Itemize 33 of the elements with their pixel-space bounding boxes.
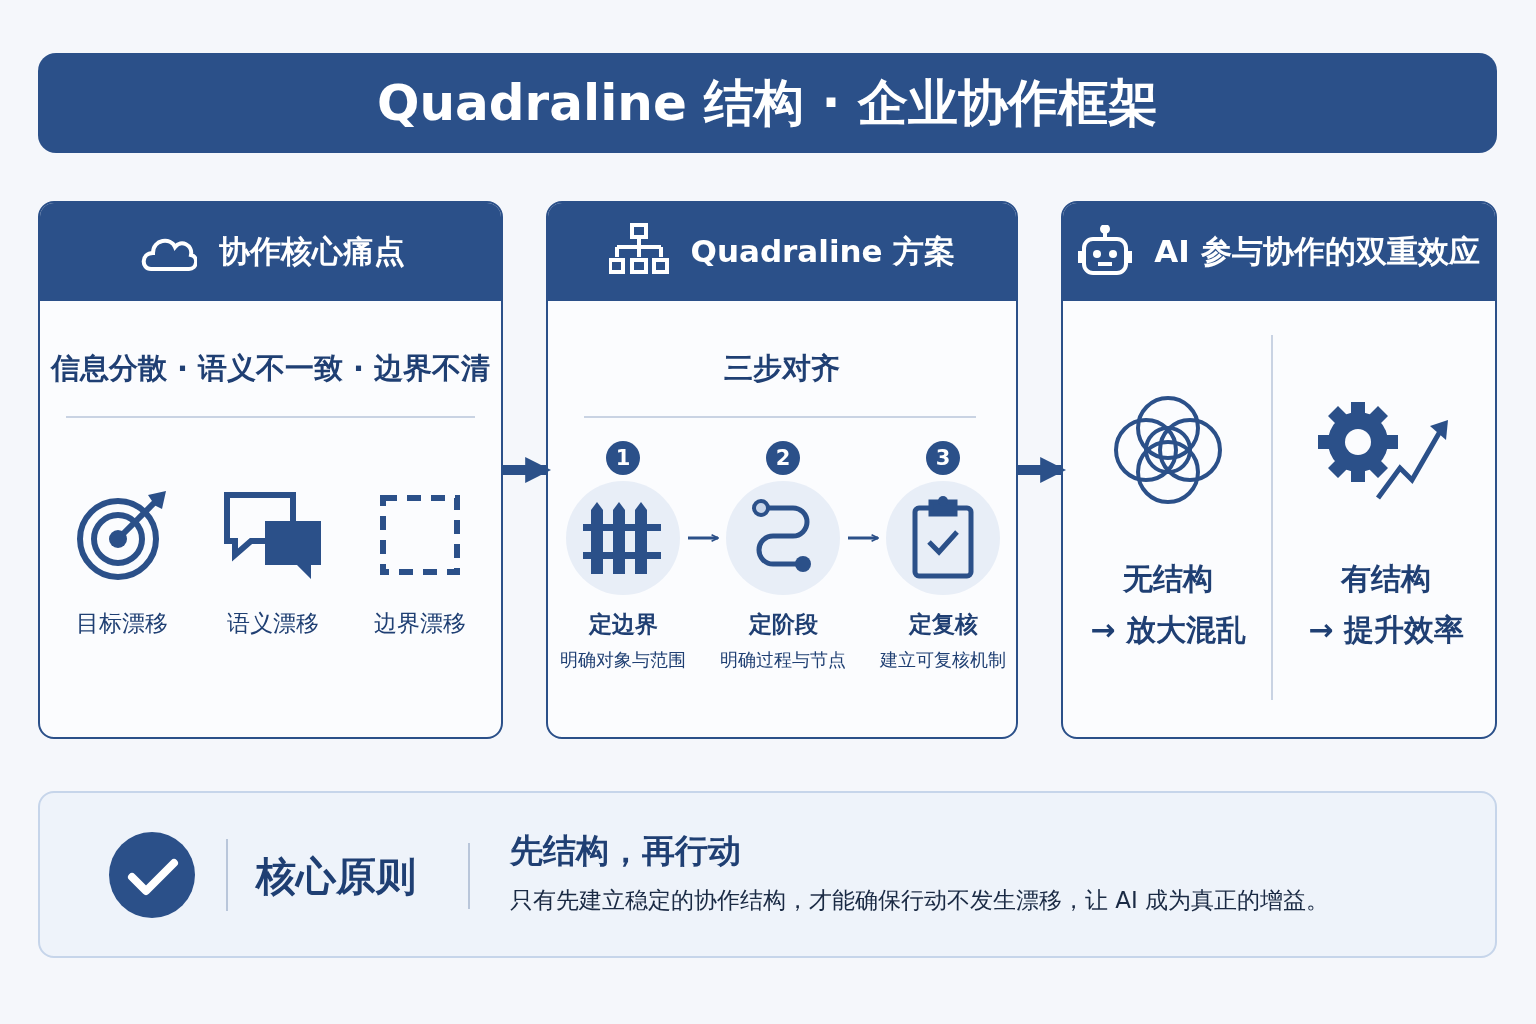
principle-label: 核心原则 (256, 852, 416, 901)
arrow (503, 457, 552, 483)
arrow (688, 534, 719, 542)
arrow (848, 534, 879, 542)
panel-card (1061, 201, 1497, 739)
panel-subtitle: 信息分散 · 语义不一致 · 边界不清 (49, 350, 492, 387)
effect-result: → 放大混乱 (1090, 611, 1246, 649)
panel-heading: 协作核心痛点 (218, 232, 405, 271)
item-label: 边界漂移 (374, 609, 466, 638)
step-title: 定边界 (588, 610, 658, 639)
panel-heading: Quadraline 方案 (690, 232, 956, 271)
principle-heading: 先结构，再行动 (510, 830, 741, 872)
step-title: 定阶段 (748, 610, 818, 639)
item-label: 语义漂移 (227, 609, 319, 638)
panel-card (38, 201, 503, 739)
step-number-badge: 2 (766, 441, 800, 475)
item-label: 目标漂移 (76, 609, 168, 638)
step-description: 建立可复核机制 (880, 648, 1006, 672)
effect-result: → 提升效率 (1308, 611, 1464, 649)
step-title: 定复核 (908, 610, 978, 639)
principle-card (38, 791, 1497, 958)
panel-subtitle: 三步对齐 (723, 350, 841, 387)
step-number-badge: 1 (606, 441, 640, 475)
effect-title: 无结构 (1123, 560, 1213, 598)
arrow (1018, 457, 1067, 483)
panel-card (546, 201, 1018, 739)
step-description: 明确过程与节点 (720, 648, 846, 672)
principle-text: 只有先建立稳定的协作结构，才能确保行动不发生漂移，让 AI 成为真正的增益。 (510, 886, 1330, 915)
step-number-badge: 3 (926, 441, 960, 475)
effect-title: 有结构 (1341, 560, 1431, 598)
panel-heading: AI 参与协作的双重效应 (1154, 232, 1480, 271)
title-banner: Quadraline 结构 · 企业协作框架 (38, 53, 1497, 153)
step-description: 明确对象与范围 (560, 648, 686, 672)
